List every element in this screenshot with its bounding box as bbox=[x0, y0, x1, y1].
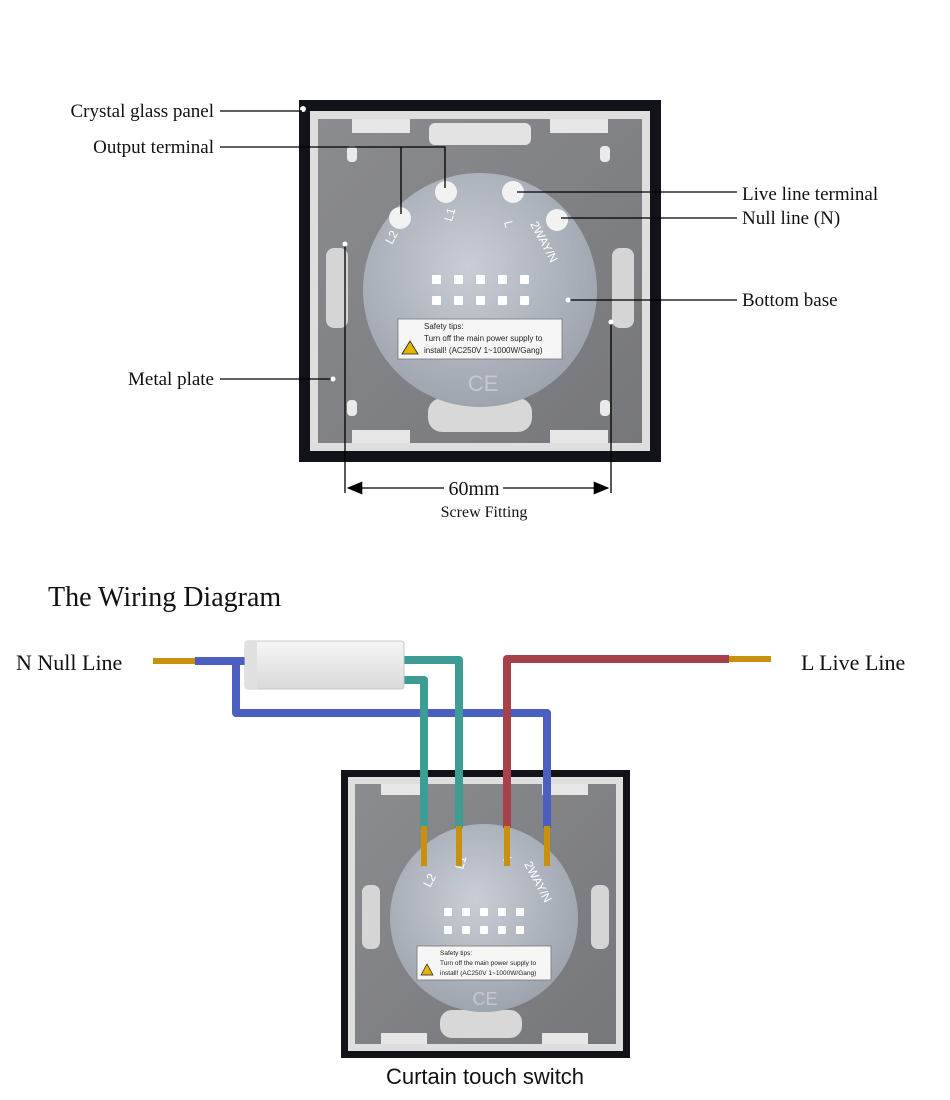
dimension-value: 60mm bbox=[448, 478, 500, 500]
label-output-terminal: Output terminal bbox=[93, 137, 214, 158]
bottom-switch: Safety tips: Turn off the main power sup… bbox=[341, 770, 630, 1058]
top-switch: L2 L1 L 2WAY/N Safety tips: Turn off the… bbox=[299, 100, 661, 462]
svg-text:CE: CE bbox=[472, 989, 497, 1009]
label-null-line: Null line (N) bbox=[742, 208, 840, 229]
svg-text:install! (AC250V 1~1000W/Gang: install! (AC250V 1~1000W/Gang) bbox=[440, 970, 536, 977]
label-live-line-terminal: Live line terminal bbox=[742, 184, 878, 205]
terminal-l2: L2 bbox=[382, 228, 401, 247]
output-wire-l1 bbox=[398, 656, 463, 828]
live-wire bbox=[503, 655, 729, 828]
null-line-label: N Null Line bbox=[16, 650, 122, 675]
dimension-label: Screw Fitting bbox=[441, 504, 528, 521]
label-metal-plate: Metal plate bbox=[128, 369, 214, 390]
neutral-wire bbox=[195, 657, 551, 828]
wire-connector bbox=[244, 640, 405, 690]
warning-icon bbox=[401, 340, 419, 355]
safety-label: Safety tips: Turn off the main power sup… bbox=[397, 318, 563, 360]
terminal-l: L bbox=[501, 219, 516, 229]
terminal-l1: L1 bbox=[441, 206, 458, 223]
live-line-label: L Live Line bbox=[801, 650, 905, 675]
output-wire-l2 bbox=[398, 676, 428, 828]
callouts bbox=[220, 110, 737, 495]
label-crystal-glass-panel: Crystal glass panel bbox=[70, 101, 214, 122]
wiring-diagram-title: The Wiring Diagram bbox=[48, 582, 281, 613]
svg-text:L2: L2 bbox=[420, 871, 439, 890]
wires bbox=[153, 655, 771, 866]
switch-caption: Curtain touch switch bbox=[386, 1064, 584, 1089]
safety-tips-title: Safety tips: bbox=[424, 322, 464, 331]
svg-text:Turn off the main power supply: Turn off the main power supply to bbox=[440, 960, 536, 967]
svg-text:Safety tips:: Safety tips: bbox=[440, 950, 472, 957]
terminal-holes bbox=[389, 181, 568, 231]
vent-slots bbox=[432, 275, 529, 305]
label-bottom-base: Bottom base bbox=[742, 290, 838, 311]
safety-tips-line2: install! (AC250V 1~1000W/Gang) bbox=[424, 346, 543, 355]
safety-tips-line1: Turn off the main power supply to bbox=[424, 334, 543, 343]
ce-mark: CE bbox=[468, 371, 499, 396]
